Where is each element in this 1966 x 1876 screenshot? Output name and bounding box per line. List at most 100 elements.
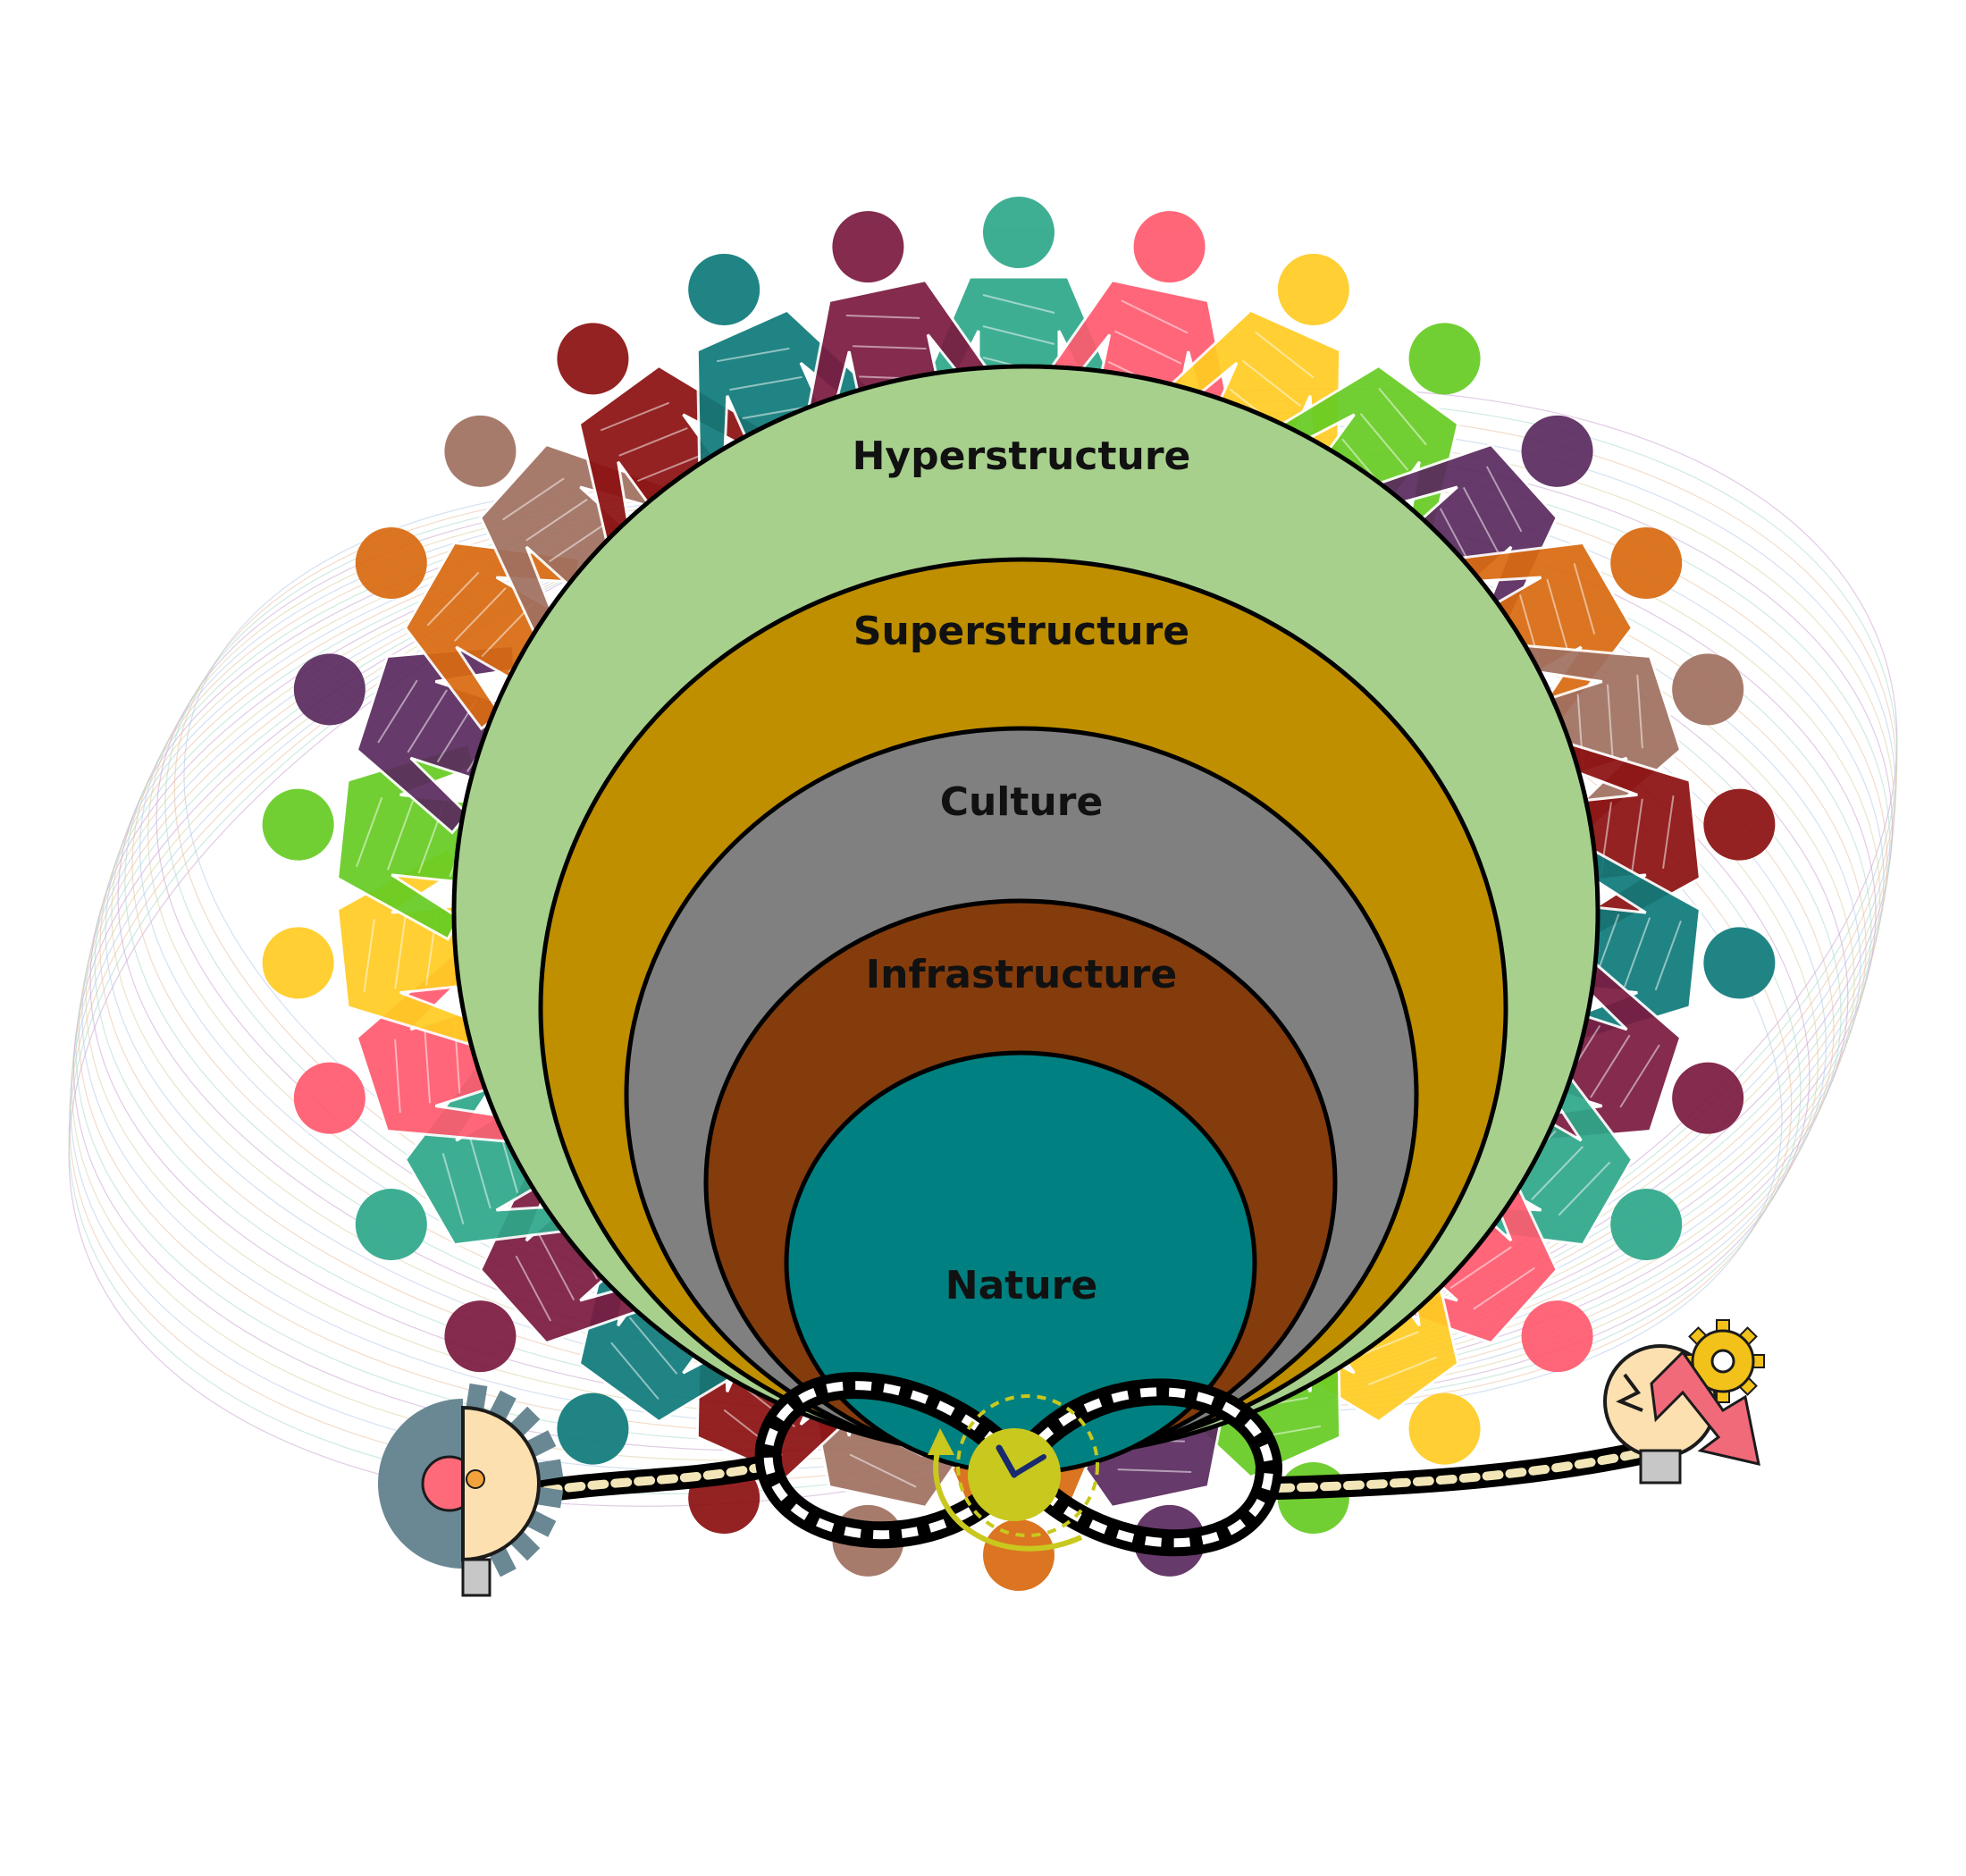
person-hatch <box>1367 1356 1438 1386</box>
chain-right-strand-links <box>1273 1448 1649 1493</box>
person-hatch <box>1636 674 1643 749</box>
person-hatch <box>982 294 1055 314</box>
person-head <box>983 197 1054 268</box>
person-head <box>983 1519 1054 1591</box>
person-hatch <box>426 571 480 627</box>
person-hatch <box>849 1453 917 1488</box>
person-hatch <box>1619 1044 1660 1108</box>
person-hatch <box>1359 413 1409 471</box>
person-hatch <box>1117 1468 1192 1474</box>
person-head <box>1610 527 1683 599</box>
person-head <box>1703 788 1776 861</box>
person-hatch <box>1121 299 1189 334</box>
layer-stack: Hyperstructure Superstructure Culture In… <box>451 364 1601 1476</box>
decline-arrow <box>1650 1350 1760 1466</box>
person-hatch <box>628 1317 678 1375</box>
person-head <box>1133 211 1206 283</box>
person-hatch <box>407 689 448 753</box>
person-hatch <box>1631 798 1643 872</box>
person-head <box>262 788 334 861</box>
person-hatch <box>1473 1266 1535 1310</box>
person-hatch <box>1114 330 1182 365</box>
person-head <box>1703 927 1776 999</box>
person-head <box>444 1300 517 1373</box>
label-hyperstructure: Hyperstructure <box>853 433 1191 479</box>
bulb-filament <box>466 1469 485 1489</box>
person-hatch <box>729 375 802 391</box>
person-head <box>293 1062 365 1134</box>
person-hatch <box>1573 563 1596 635</box>
person-hatch <box>1558 1161 1611 1216</box>
person-hatch <box>525 498 588 542</box>
person-hatch <box>549 519 611 563</box>
person-hatch <box>845 314 920 319</box>
label-nature: Nature <box>945 1263 1097 1308</box>
clock-dashed-ring <box>956 1394 1099 1537</box>
person-hatch <box>1485 466 1523 533</box>
person-head <box>444 415 517 487</box>
person-hatch <box>1462 486 1500 553</box>
person-hatch <box>394 915 407 989</box>
person-head <box>1610 1189 1683 1260</box>
person-hatch <box>469 1137 492 1209</box>
person-hatch <box>982 325 1055 345</box>
person-hatch <box>394 1039 401 1114</box>
person-head <box>262 927 334 999</box>
person-head <box>1408 323 1481 395</box>
lightbulb-gear-decline-icon <box>1603 1319 1765 1485</box>
person-hatch <box>502 477 565 521</box>
person-hatch <box>1378 387 1427 446</box>
person-hatch <box>515 1255 552 1322</box>
bulb-base <box>461 1558 492 1597</box>
person-hatch <box>386 800 415 871</box>
person-hatch <box>1531 1146 1584 1200</box>
person-hatch <box>636 452 707 483</box>
person-hatch <box>538 1234 576 1301</box>
person-hatch <box>1590 1034 1631 1098</box>
clock-icon <box>928 1394 1099 1552</box>
person-hatch <box>1662 795 1675 869</box>
person-hatch <box>424 1029 432 1104</box>
clock-cycle-arrow <box>933 1447 1083 1552</box>
clock-arrow-head <box>928 1428 954 1455</box>
person-head <box>1672 1062 1744 1134</box>
person-hatch <box>363 919 375 992</box>
clock-hand-hour <box>996 1444 1018 1478</box>
person-head <box>832 211 904 283</box>
gear-tooth <box>534 1459 564 1482</box>
person-hatch <box>1606 684 1614 759</box>
person-hatch <box>716 347 790 363</box>
right-gear-hole <box>1710 1349 1735 1374</box>
person-head <box>688 253 760 325</box>
person-head <box>557 323 629 395</box>
clock-hand-minute <box>1012 1454 1046 1477</box>
person-head <box>355 527 427 599</box>
label-culture: Culture <box>940 779 1104 825</box>
person-hatch <box>377 679 418 744</box>
person-head <box>1521 415 1593 487</box>
person-head <box>1672 653 1744 726</box>
label-infrastructure: Infrastructure <box>866 952 1177 997</box>
gear-half <box>378 1399 463 1569</box>
person-hatch <box>853 345 927 350</box>
bulb-crack <box>1616 1373 1643 1412</box>
person-hatch <box>441 1153 465 1224</box>
person-head <box>1521 1300 1593 1373</box>
person-hatch <box>1546 578 1568 651</box>
person-head <box>355 1189 427 1260</box>
right-bulb-base <box>1639 1449 1682 1485</box>
person-hatch <box>1449 1246 1512 1290</box>
label-superstructure: Superstructure <box>853 609 1189 654</box>
person-hatch <box>1623 917 1651 988</box>
person-head <box>293 653 365 726</box>
gear-lightbulb-icon <box>378 1383 564 1597</box>
gear-tooth <box>465 1383 488 1413</box>
person-hatch <box>1654 920 1682 991</box>
person-hatch <box>610 1342 660 1401</box>
bulb-half <box>461 1405 541 1562</box>
person-hatch <box>1255 331 1315 379</box>
person-head <box>1277 253 1349 325</box>
gear-tooth <box>534 1485 564 1509</box>
